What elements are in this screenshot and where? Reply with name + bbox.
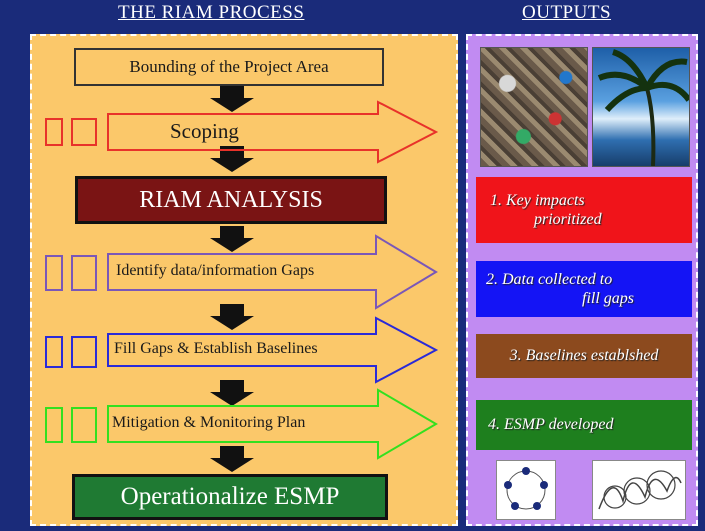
output-1-line2: prioritized bbox=[534, 211, 602, 228]
output-2-line2: fill gaps bbox=[582, 290, 635, 307]
mitigation-label: Mitigation & Monitoring Plan bbox=[112, 414, 306, 431]
bounding-box: Bounding of the Project Area bbox=[74, 48, 384, 86]
riam-analysis-box: RIAM ANALYSIS bbox=[75, 176, 387, 224]
fill-gaps-arrow bbox=[45, 316, 439, 384]
output-2-line1: 2. Data collected to bbox=[486, 270, 613, 288]
loops-icon bbox=[598, 470, 682, 510]
scoping-label: Scoping bbox=[170, 119, 239, 143]
outputs-header: OUTPUTS bbox=[522, 2, 612, 23]
down-arrow bbox=[210, 226, 254, 252]
output-1-box: 1. Key impacts prioritized bbox=[476, 177, 692, 243]
output-1-line1: 1. Key impacts bbox=[490, 191, 585, 209]
loops-diagram-thumbnail bbox=[592, 460, 686, 520]
output-4-box: 4. ESMP developed bbox=[476, 400, 692, 450]
mitigation-arrow bbox=[45, 388, 438, 460]
fill-gaps-label: Fill Gaps & Establish Baselines bbox=[114, 340, 318, 357]
down-arrow bbox=[210, 86, 254, 112]
output-2-box: 2. Data collected to fill gaps bbox=[476, 261, 692, 317]
beach-photo bbox=[592, 47, 690, 167]
scoping-arrow bbox=[45, 100, 439, 164]
network-diagram-thumbnail bbox=[496, 460, 556, 520]
down-arrow bbox=[210, 446, 254, 472]
process-panel bbox=[30, 34, 458, 526]
operationalize-box: Operationalize ESMP bbox=[72, 474, 388, 520]
down-arrow bbox=[210, 304, 254, 330]
operationalize-label: Operationalize ESMP bbox=[120, 483, 340, 510]
output-3-box: 3. Baselines establshed bbox=[476, 334, 692, 378]
gaps-label: Identify data/information Gaps bbox=[116, 262, 315, 279]
output-3-label: 3. Baselines establshed bbox=[509, 347, 659, 365]
cycle-diagram-icon bbox=[504, 467, 548, 510]
bounding-label: Bounding of the Project Area bbox=[129, 57, 329, 76]
palm-icon bbox=[597, 49, 689, 166]
gaps-arrow bbox=[45, 234, 438, 310]
process-header: THE RIAM PROCESS bbox=[118, 2, 305, 23]
output-4-label: 4. ESMP developed bbox=[488, 416, 614, 434]
waste-photo bbox=[480, 47, 588, 167]
down-arrow bbox=[210, 380, 254, 406]
riam-analysis-label: RIAM ANALYSIS bbox=[139, 186, 323, 213]
